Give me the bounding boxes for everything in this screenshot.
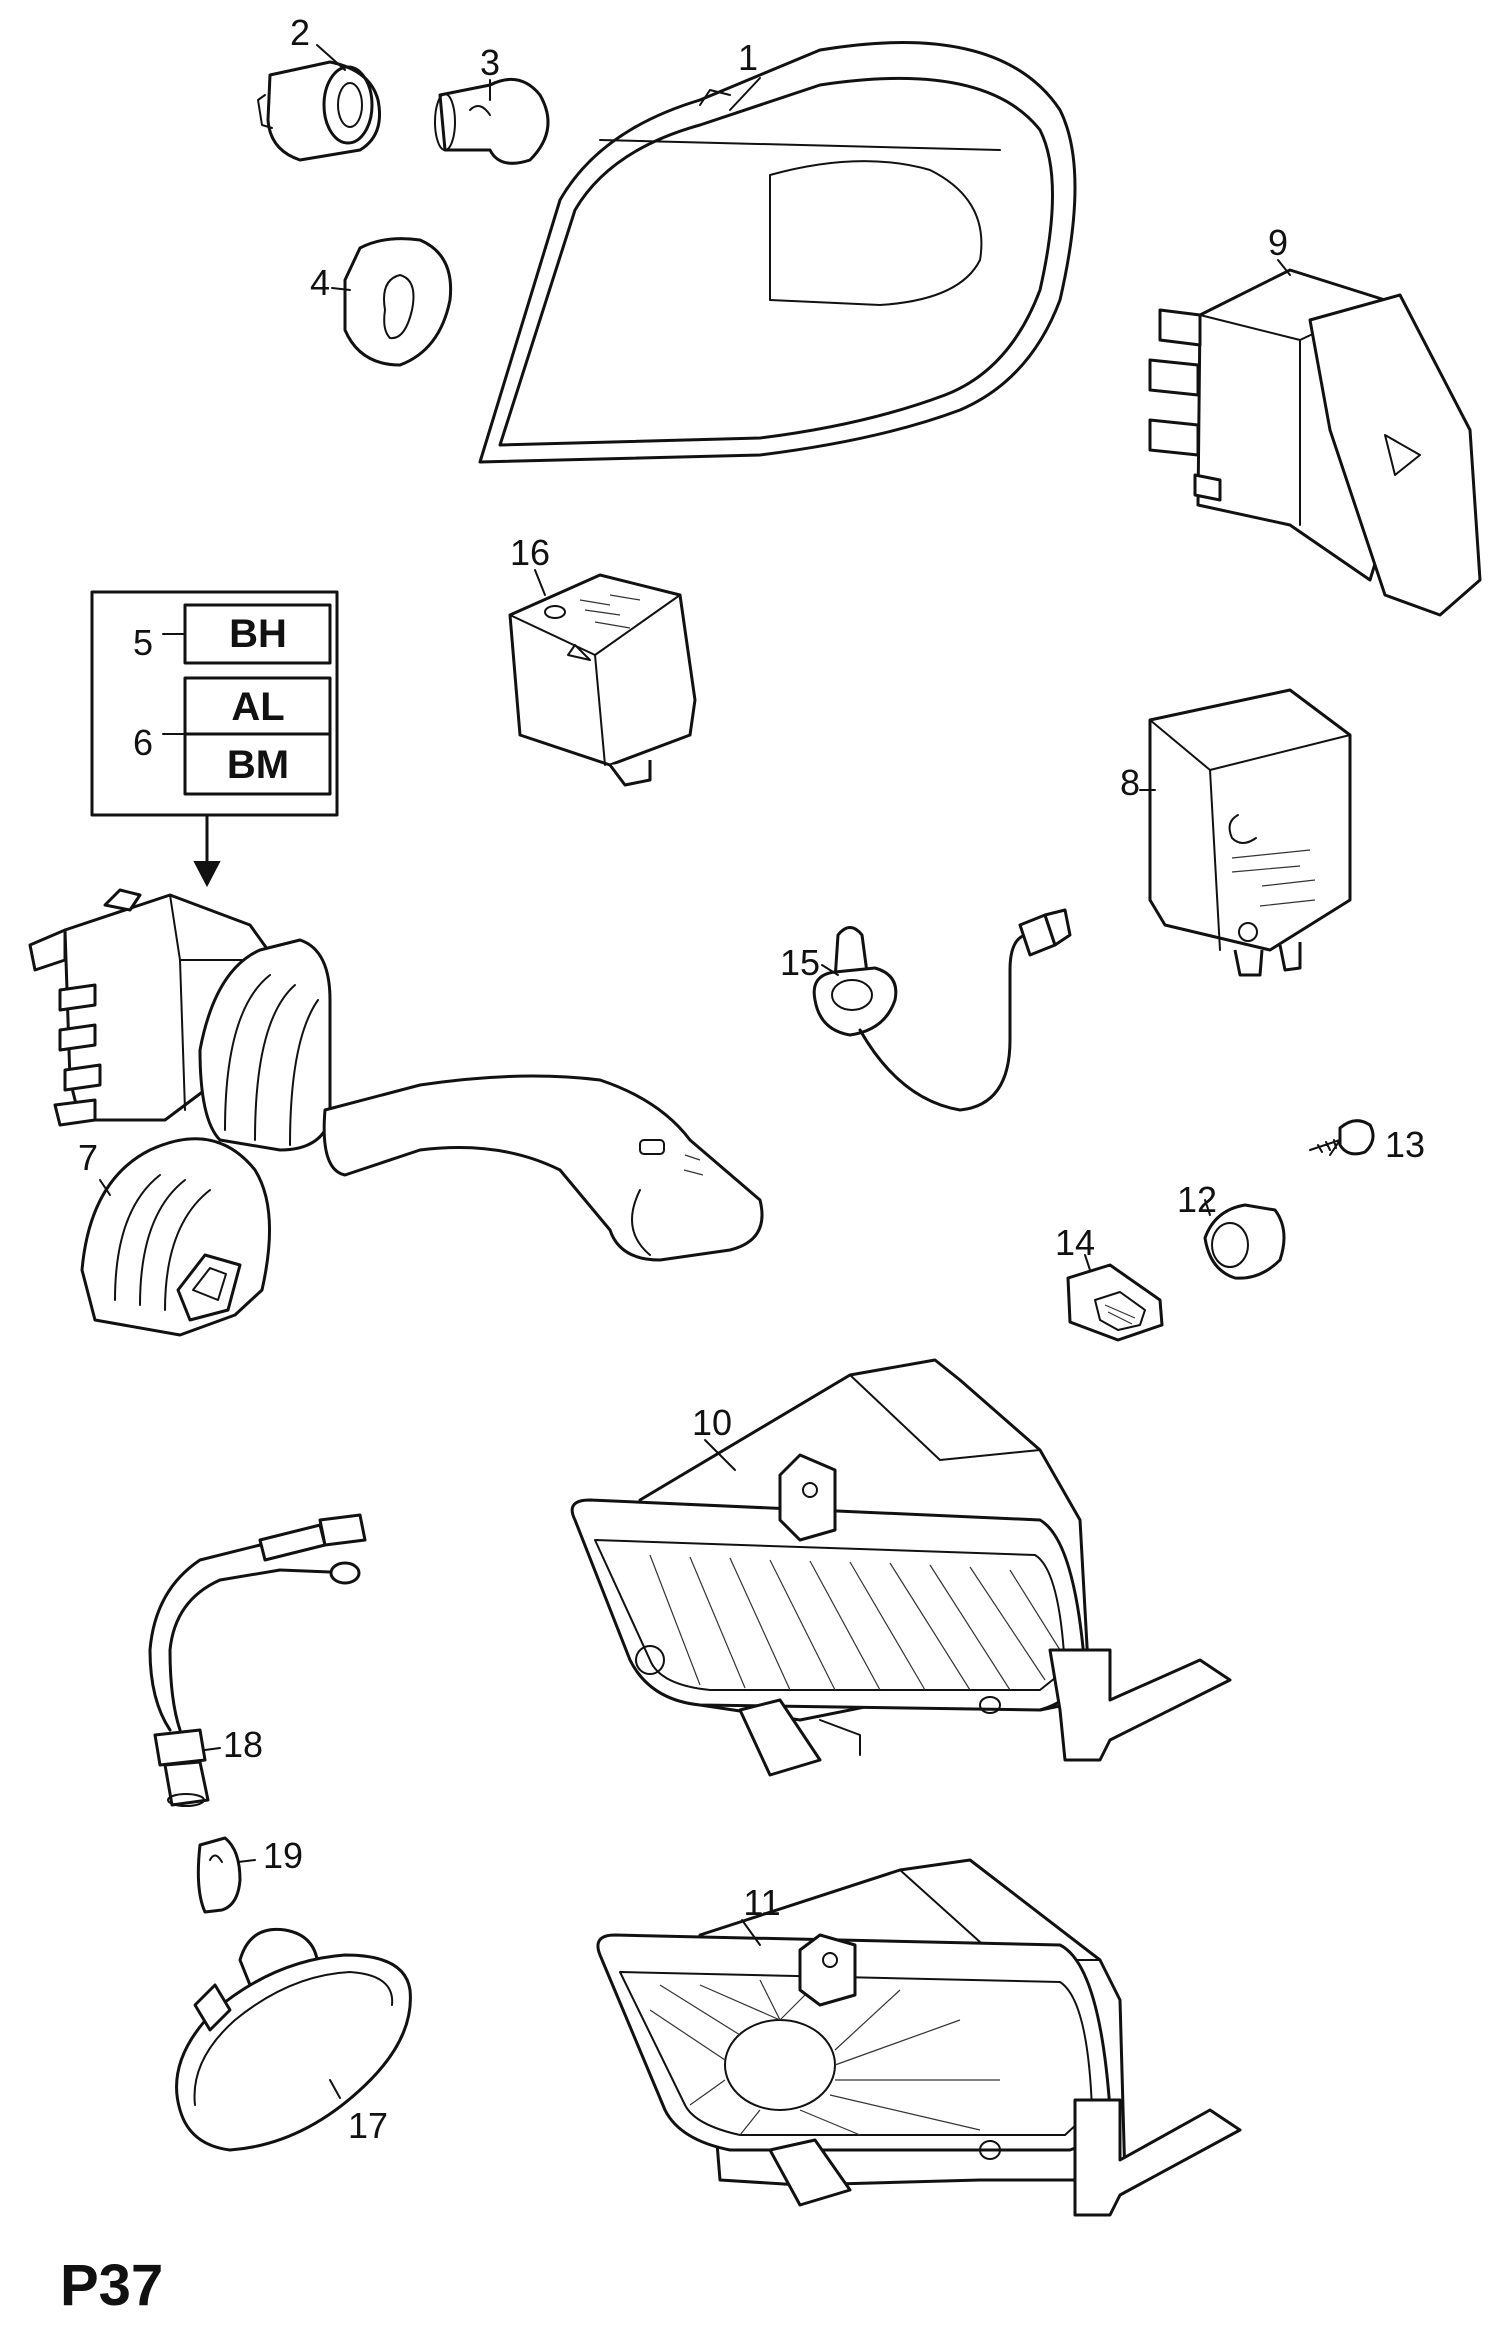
part-16-relay	[508, 573, 697, 787]
callout-8: 8	[1120, 762, 1140, 803]
code-callout-box: BH AL BM	[90, 590, 339, 888]
callout-14: 14	[1055, 1222, 1095, 1263]
leader-lines	[99, 44, 1341, 2099]
part-15-bulb-and-lead	[812, 908, 1072, 1112]
code-bh: BH	[229, 612, 287, 656]
part-5-6-turn-signal-switch	[28, 888, 764, 1262]
callout-16: 16	[510, 532, 550, 573]
callout-17: 17	[348, 2105, 388, 2146]
callout-10: 10	[692, 1402, 732, 1443]
callout-4: 4	[310, 262, 330, 303]
callout-1: 1	[738, 37, 758, 78]
part-18-bulb-holder-lead	[148, 1513, 367, 1807]
callout-5: 5	[133, 622, 153, 663]
callout-3: 3	[480, 42, 500, 83]
part-10-fog-lamp	[570, 1358, 1232, 1777]
callout-frame	[90, 590, 339, 817]
part-11-fog-lamp	[596, 1858, 1242, 2217]
part-1-indicator-lamp	[478, 41, 1077, 464]
part-13-screw	[1309, 1119, 1375, 1156]
callout-12: 12	[1177, 1179, 1217, 1220]
callout-numbers: 1 2 3 4 5 6 7 8 9 10 11 12 13 14 15 16 1…	[78, 12, 1425, 2146]
code-al: AL	[231, 685, 284, 729]
part-9-hazard-switch	[1148, 268, 1482, 617]
part-2-bulb-holder	[257, 60, 381, 162]
part-19-bulb	[196, 1836, 242, 1914]
callout-18: 18	[223, 1724, 263, 1765]
callout-2: 2	[290, 12, 310, 53]
code-box-bm	[183, 732, 332, 796]
callout-13: 13	[1385, 1124, 1425, 1165]
part-12-clip	[1203, 1203, 1286, 1280]
code-bm: BM	[227, 743, 289, 787]
part-4-grommet	[343, 237, 453, 367]
callout-11: 11	[743, 1882, 780, 1923]
part-7-switch-boot	[80, 1137, 272, 1337]
callout-6: 6	[133, 722, 153, 763]
callout-19: 19	[263, 1835, 303, 1876]
part-3-bulb	[434, 77, 550, 165]
callout-7: 7	[78, 1137, 98, 1178]
part-17-side-repeater	[175, 1927, 412, 2152]
callout-15: 15	[780, 942, 820, 983]
part-14-bracket-clip	[1066, 1263, 1164, 1342]
part-8-flasher-unit	[1148, 688, 1352, 977]
callout-9: 9	[1268, 222, 1288, 263]
page-id: P37	[60, 2253, 163, 2318]
